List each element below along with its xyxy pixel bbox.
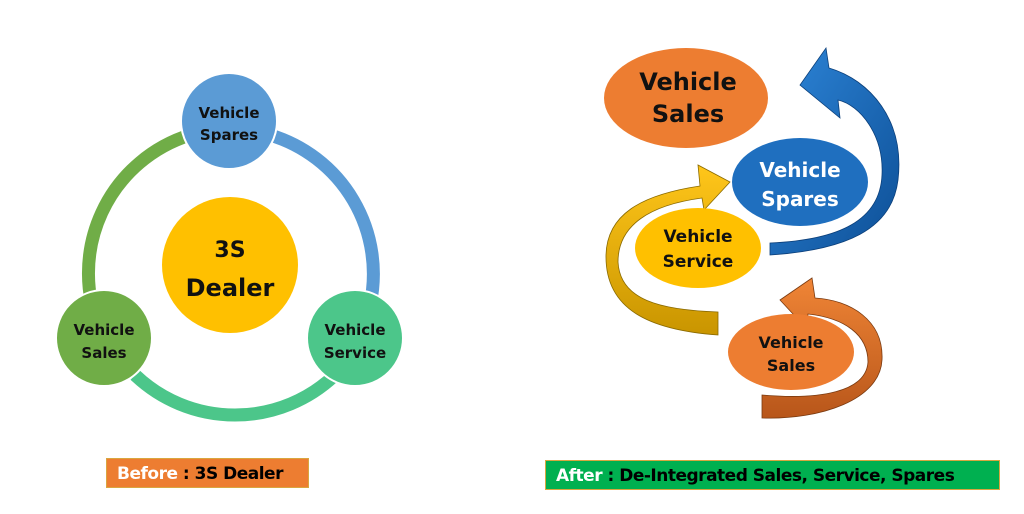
caption-after-key: After <box>556 466 603 486</box>
node-vehicle-sales: Vehicle Sales <box>55 289 153 387</box>
curved-arrow-orange <box>761 277 883 419</box>
after-node-vehicle-sales-bottom: Vehicle Sales <box>728 314 854 390</box>
node-label-line1: Vehicle <box>325 321 386 339</box>
caption-after-value: : De-Integrated Sales, Service, Spares <box>607 466 955 486</box>
ring-arc-service-to-sales <box>130 370 340 422</box>
after-node-vehicle-service: Vehicle Service <box>635 208 761 288</box>
node-vehicle-service: Vehicle Service <box>306 289 404 387</box>
node-label-line1: Vehicle <box>639 68 737 96</box>
node-label-line1: Vehicle <box>758 333 823 352</box>
node-label-line1: Vehicle <box>74 321 135 339</box>
after-node-vehicle-spares: Vehicle Spares <box>732 138 868 226</box>
node-label-line1: Vehicle <box>199 104 260 122</box>
caption-before-value: : 3S Dealer <box>182 464 284 484</box>
node-label-line2: Spares <box>200 126 258 144</box>
center-label-line2: Dealer <box>186 274 275 302</box>
node-label-line2: Service <box>324 344 386 362</box>
node-label-line2: Sales <box>652 100 724 128</box>
node-label-line1: Vehicle <box>759 158 840 182</box>
caption-before: Before : 3S Dealer <box>106 458 309 488</box>
after-node-vehicle-sales-top: Vehicle Sales <box>604 48 768 148</box>
ring-arc-spares-to-service <box>268 128 380 307</box>
curved-arrow-yellow <box>605 164 731 336</box>
node-label-line2: Spares <box>761 187 839 211</box>
center-label-line1: 3S <box>214 238 245 263</box>
node-label-line2: Sales <box>767 356 815 375</box>
node-vehicle-spares: Vehicle Spares <box>180 72 278 170</box>
node-label-line1: Vehicle <box>663 227 732 247</box>
center-node-3s-dealer: 3S Dealer <box>162 197 298 333</box>
caption-before-key: Before <box>117 464 178 484</box>
curved-arrow-blue <box>769 46 900 256</box>
node-label-line2: Service <box>663 252 734 272</box>
caption-after: After : De-Integrated Sales, Service, Sp… <box>545 460 1000 490</box>
node-label-line2: Sales <box>81 344 126 362</box>
